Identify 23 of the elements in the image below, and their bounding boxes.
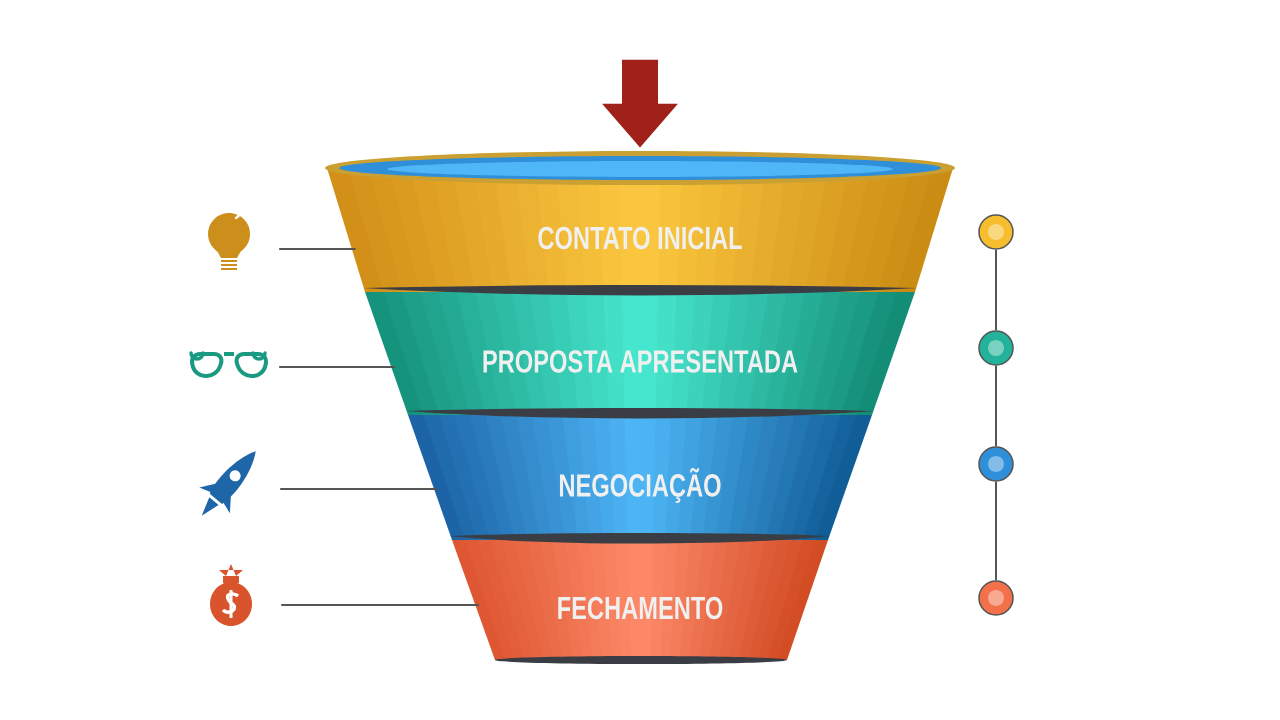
funnel-band: PROPOSTA APRESENTADA [363, 285, 917, 415]
connector-line [995, 248, 997, 332]
leader-line [278, 366, 397, 368]
connector-line [995, 364, 997, 448]
node-label: PROPOSTA APRESENTADA [483, 350, 798, 373]
lightbulb-icon [208, 210, 250, 270]
circle-marker [978, 446, 1014, 482]
money-bag-icon [210, 564, 252, 626]
leader-line [280, 604, 481, 606]
funnel-band: FECHAMENTO [450, 533, 830, 664]
circle-marker [978, 580, 1014, 616]
circle-marker [978, 330, 1014, 366]
rocket-icon [199, 451, 256, 516]
connector-line [995, 480, 997, 582]
node-label: FECHAMENTO [558, 596, 723, 620]
node-label: CONTATO INICIAL [538, 226, 742, 250]
leader-line [278, 248, 357, 250]
funnel-band: CONTATO INICIAL [325, 151, 955, 292]
funnel-band: NEGOCIAÇÃO [406, 408, 874, 540]
leader-line [279, 488, 439, 490]
glasses-icon [189, 351, 269, 378]
circle-marker [978, 214, 1014, 250]
node-label: NEGOCIAÇÃO [560, 467, 721, 504]
